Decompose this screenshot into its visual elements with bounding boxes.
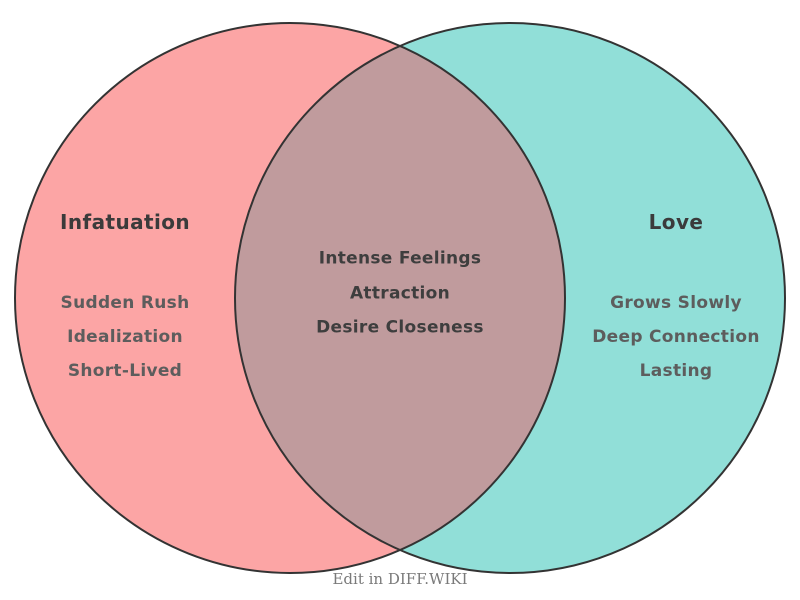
- edit-link[interactable]: Edit in DIFF.WIKI: [332, 570, 468, 588]
- overlap-item: Intense Feelings: [318, 248, 482, 269]
- overlap-items: Intense Feelings Attraction Desire Close…: [316, 241, 484, 345]
- overlap-lens: [235, 46, 565, 550]
- love-item: Grows Slowly: [610, 293, 742, 313]
- infatuation-item: Short-Lived: [67, 361, 183, 381]
- overlap-item: Desire Closeness: [316, 317, 484, 338]
- love-title: Love: [648, 210, 704, 234]
- love-item: Lasting: [639, 361, 713, 381]
- infatuation-items: Sudden Rush Idealization Short-Lived: [61, 286, 190, 388]
- infatuation-circle-outline: [14, 22, 566, 574]
- infatuation-title: Infatuation: [60, 210, 190, 234]
- overlap-item: Attraction: [349, 282, 451, 303]
- love-items: Grows Slowly Deep Connection Lasting: [592, 286, 759, 388]
- love-item: Deep Connection: [592, 327, 760, 347]
- infatuation-item: Sudden Rush: [60, 293, 190, 313]
- love-circle-outline: [234, 22, 786, 574]
- infatuation-item: Idealization: [67, 327, 183, 347]
